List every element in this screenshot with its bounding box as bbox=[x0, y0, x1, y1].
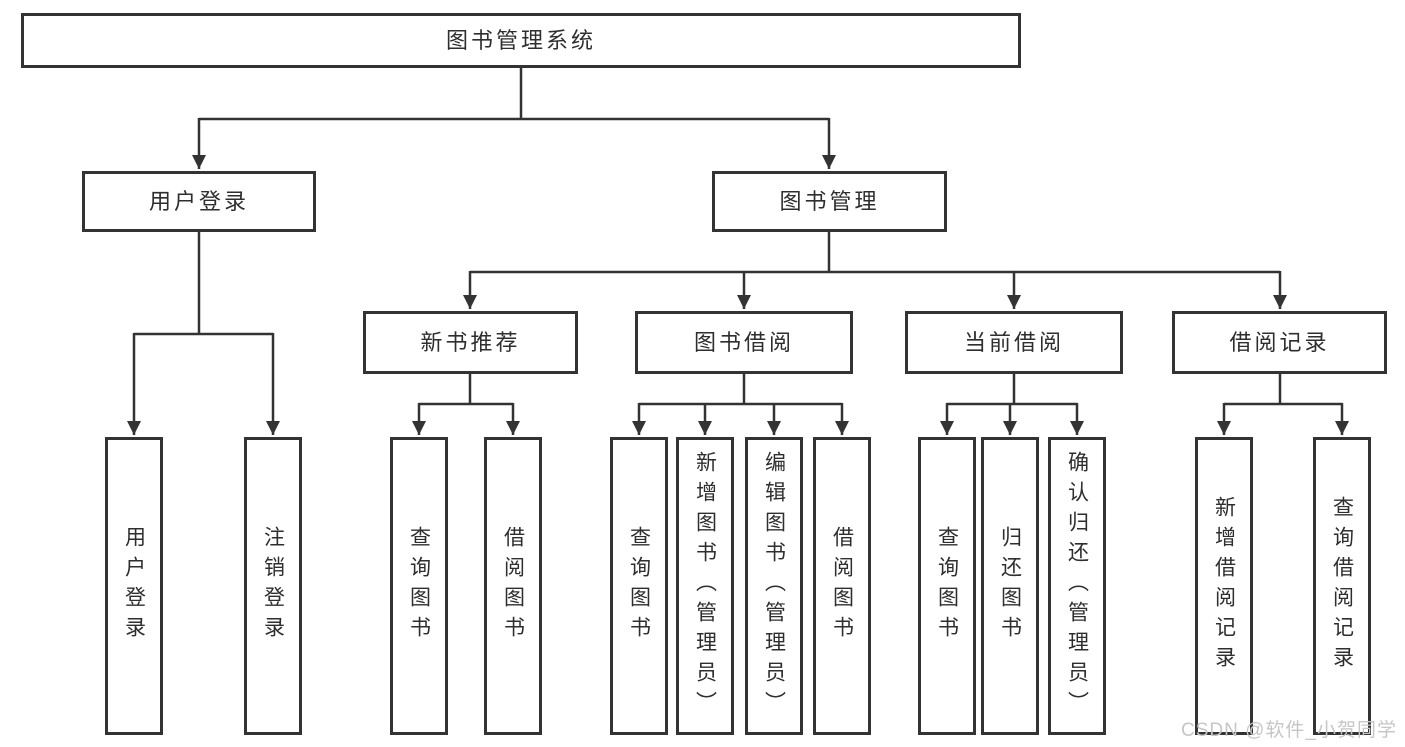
node-new-book-recommend: 新书推荐 bbox=[363, 311, 578, 374]
connector-book-borrow-bus bbox=[639, 374, 842, 406]
node-library-system: 图书管理系统 bbox=[21, 13, 1021, 68]
leaf-return-books-label: 归还图书 bbox=[998, 526, 1022, 646]
connector-book-management-bus bbox=[470, 232, 1280, 274]
leaf-query-books-2: 查询图书 bbox=[610, 437, 668, 735]
leaf-edit-books-admin: 编辑图书（管理员） bbox=[745, 437, 803, 735]
node-book-management-label: 图书管理 bbox=[779, 188, 880, 214]
node-book-borrow: 图书借阅 bbox=[635, 311, 853, 374]
leaf-user-login: 用户登录 bbox=[105, 437, 163, 735]
node-user-login: 用户登录 bbox=[82, 171, 316, 232]
node-current-borrow: 当前借阅 bbox=[905, 311, 1123, 374]
node-borrow-records: 借阅记录 bbox=[1172, 311, 1387, 374]
leaf-confirm-return-admin: 确认归还（管理员） bbox=[1048, 437, 1106, 735]
connector-borrow-records-bus bbox=[1224, 374, 1342, 406]
node-library-system-label: 图书管理系统 bbox=[445, 27, 596, 53]
leaf-confirm-return-admin-label: 确认归还（管理员） bbox=[1065, 451, 1089, 721]
node-book-management: 图书管理 bbox=[712, 171, 947, 232]
connector-new-book-bus bbox=[419, 374, 513, 406]
leaf-query-borrow-record: 查询借阅记录 bbox=[1313, 437, 1371, 735]
csdn-watermark: CSDN @软件_小贺同学 bbox=[1181, 720, 1397, 741]
leaf-add-books-admin: 新增图书（管理员） bbox=[676, 437, 734, 735]
leaf-add-borrow-record-label: 新增借阅记录 bbox=[1212, 496, 1236, 676]
node-book-borrow-label: 图书借阅 bbox=[693, 329, 794, 355]
leaf-query-books-3: 查询图书 bbox=[918, 437, 976, 735]
leaf-query-books-1: 查询图书 bbox=[390, 437, 448, 735]
leaf-borrow-books-1-label: 借阅图书 bbox=[501, 526, 525, 646]
leaf-borrow-books-2-label: 借阅图书 bbox=[830, 526, 854, 646]
leaf-query-books-2-label: 查询图书 bbox=[627, 526, 651, 646]
connector-current-borrow-bus bbox=[947, 374, 1077, 406]
leaf-query-borrow-record-label: 查询借阅记录 bbox=[1330, 496, 1354, 676]
leaf-edit-books-admin-label: 编辑图书（管理员） bbox=[762, 451, 786, 721]
connector-user-login-bus bbox=[134, 232, 273, 336]
connector-root-bus bbox=[199, 68, 829, 121]
leaf-borrow-books-2: 借阅图书 bbox=[813, 437, 871, 735]
leaf-user-login-label: 用户登录 bbox=[122, 526, 146, 646]
leaf-logout: 注销登录 bbox=[244, 437, 302, 735]
leaf-borrow-books-1: 借阅图书 bbox=[484, 437, 542, 735]
node-borrow-records-label: 借阅记录 bbox=[1229, 329, 1330, 355]
leaf-return-books: 归还图书 bbox=[981, 437, 1039, 735]
leaf-add-books-admin-label: 新增图书（管理员） bbox=[693, 451, 717, 721]
leaf-add-borrow-record: 新增借阅记录 bbox=[1195, 437, 1253, 735]
node-user-login-label: 用户登录 bbox=[148, 188, 249, 214]
leaf-query-books-1-label: 查询图书 bbox=[407, 526, 431, 646]
node-current-borrow-label: 当前借阅 bbox=[963, 329, 1064, 355]
leaf-logout-label: 注销登录 bbox=[261, 526, 285, 646]
leaf-query-books-3-label: 查询图书 bbox=[935, 526, 959, 646]
node-new-book-recommend-label: 新书推荐 bbox=[420, 329, 521, 355]
